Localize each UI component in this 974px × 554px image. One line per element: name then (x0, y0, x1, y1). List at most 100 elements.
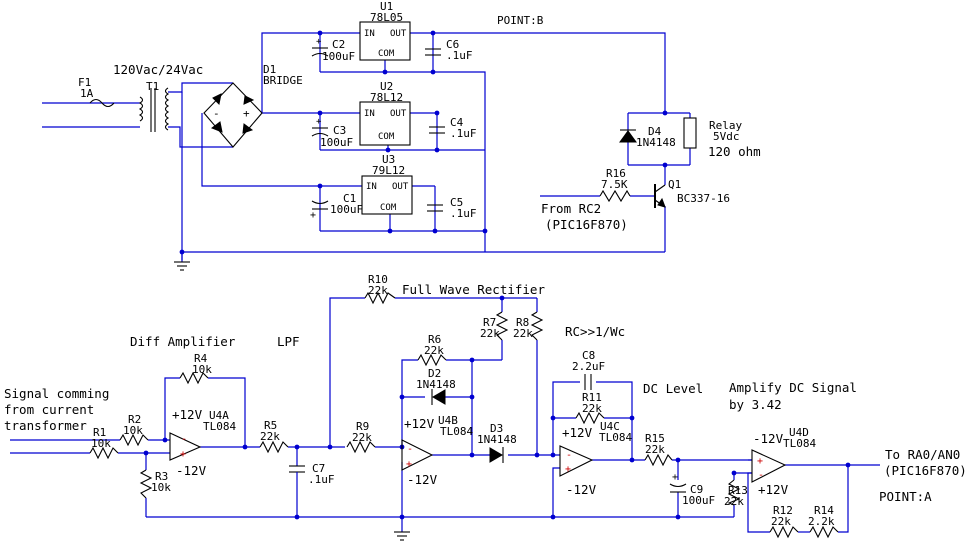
resistor-r7: R7 22k (480, 311, 509, 341)
svg-text:C4: C4 (450, 116, 464, 129)
svg-text:U4B: U4B (438, 414, 458, 427)
u3-ref: U3 (382, 153, 395, 166)
pic-ref-top: (PIC16F870) (545, 217, 628, 232)
fuse-value: 1A (80, 87, 94, 100)
svg-text:C3: C3 (333, 124, 346, 137)
opamp-u4d: + - -12V U4D TL084 +12V (751, 426, 816, 497)
ground-symbol-bottom (394, 531, 410, 541)
svg-text:R12: R12 (773, 504, 793, 517)
svg-text:1N4148: 1N4148 (416, 378, 456, 391)
signal-label-3: transformer (4, 418, 87, 433)
bridge-ref: D1 (263, 63, 276, 76)
svg-text:D4: D4 (648, 125, 662, 138)
to-ra0-label: To RA0/AN0 (885, 447, 960, 462)
svg-text:R14: R14 (814, 504, 834, 517)
svg-text:IN: IN (366, 182, 377, 192)
svg-text:R7: R7 (483, 316, 496, 329)
svg-text:2.2k: 2.2k (808, 515, 835, 528)
svg-text:10k: 10k (192, 363, 212, 376)
svg-text:7.5K: 7.5K (601, 178, 628, 191)
svg-text:120 ohm: 120 ohm (708, 144, 761, 159)
svg-text:100uF: 100uF (322, 50, 355, 63)
svg-text:D3: D3 (490, 422, 503, 435)
power-supply-wires (42, 32, 691, 262)
svg-text:R9: R9 (356, 420, 369, 433)
svg-text:22k: 22k (771, 515, 791, 528)
svg-text:+: + (406, 459, 412, 470)
transformer-t1: T1 120Vac/24Vac (113, 62, 203, 132)
diode-d3: D3 1N4148 (477, 422, 517, 463)
resistor-r3: R3 10k (139, 469, 171, 499)
svg-text:R8: R8 (516, 316, 529, 329)
svg-text:100uF: 100uF (330, 203, 363, 216)
u2-part: 78L12 (370, 91, 403, 104)
capacitor-c4: C4 .1uF (429, 116, 477, 140)
diff-amplifier-label: Diff Amplifier (130, 334, 236, 349)
resistor-r8: R8 22k (513, 311, 544, 341)
capacitor-c1: + C1 100uF (310, 192, 363, 221)
svg-text:R13: R13 (728, 484, 748, 497)
transistor-q1: Q1 BC337-16 (654, 178, 730, 208)
svg-text:R2: R2 (128, 413, 141, 426)
svg-text:R4: R4 (194, 352, 208, 365)
capacitor-c9: + C9 100uF (669, 472, 715, 507)
svg-text:R16: R16 (606, 167, 626, 180)
svg-text:C8: C8 (582, 349, 595, 362)
svg-text:R11: R11 (582, 391, 602, 404)
diode-d4: D4 1N4148 (619, 125, 676, 149)
svg-text:R1: R1 (93, 426, 106, 439)
capacitor-c7: C7 .1uF (289, 462, 335, 486)
resistor-r11: R11 22k (575, 391, 605, 425)
svg-text:22k: 22k (645, 443, 665, 456)
svg-text:22k: 22k (368, 284, 388, 297)
svg-text:-12V: -12V (176, 463, 207, 478)
resistor-r10: R10 22k (364, 273, 396, 305)
svg-text:22k: 22k (260, 430, 280, 443)
resistor-r12: R12 22k (769, 504, 799, 539)
bridge-name: BRIDGE (263, 74, 303, 87)
svg-text:+: + (672, 472, 678, 483)
svg-text:.1uF: .1uF (308, 473, 335, 486)
svg-text:+: + (565, 464, 571, 475)
svg-text:22k: 22k (352, 431, 372, 444)
regulator-u1: U1 78L05 IN OUT COM (359, 0, 411, 61)
u1-ref: U1 (380, 0, 393, 13)
capacitor-c6: C6 .1uF (425, 38, 473, 62)
opamp-u4b: - + +12V U4B TL084 -12V (401, 414, 473, 487)
resistor-r9: R9 22k (346, 420, 376, 454)
capacitor-c3: + C3 100uF (311, 117, 353, 149)
svg-text:TL084: TL084 (440, 425, 473, 438)
svg-text:OUT: OUT (390, 29, 407, 39)
svg-text:5Vdc: 5Vdc (713, 130, 740, 143)
svg-text:Q1: Q1 (668, 178, 681, 191)
svg-text:OUT: OUT (392, 182, 409, 192)
signal-label-2: from current (4, 402, 94, 417)
svg-text:COM: COM (380, 203, 397, 213)
svg-text:-12V: -12V (566, 482, 597, 497)
svg-text:COM: COM (378, 49, 395, 59)
resistor-r4: R4 10k (179, 352, 212, 385)
svg-text:.1uF: .1uF (450, 207, 477, 220)
svg-text:C1: C1 (343, 192, 356, 205)
svg-text:R3: R3 (155, 470, 168, 483)
resistor-r5: R5 22k (259, 419, 289, 454)
fuse-ref: F1 (78, 76, 91, 89)
capacitor-c8: C8 2.2uF (572, 349, 605, 390)
resistor-r1: R1 10k (89, 426, 119, 460)
svg-text:-12V: -12V (407, 472, 438, 487)
svg-text:1N4148: 1N4148 (477, 433, 517, 446)
bridge-d1: D1 BRIDGE + - (203, 63, 303, 148)
dc-level-label: DC Level (643, 381, 703, 396)
svg-text:-: - (181, 434, 187, 445)
bridge-plus: + (243, 107, 250, 120)
svg-text:.1uF: .1uF (446, 49, 473, 62)
svg-text:TL084: TL084 (783, 437, 816, 450)
u2-ref: U2 (380, 80, 393, 93)
svg-text:COM: COM (378, 132, 395, 142)
resistor-r13: R13 22k (724, 479, 748, 508)
svg-text:.1uF: .1uF (450, 127, 477, 140)
svg-text:+: + (310, 210, 316, 221)
svg-text:+: + (757, 456, 763, 467)
transformer-rating: 120Vac/24Vac (113, 62, 203, 77)
